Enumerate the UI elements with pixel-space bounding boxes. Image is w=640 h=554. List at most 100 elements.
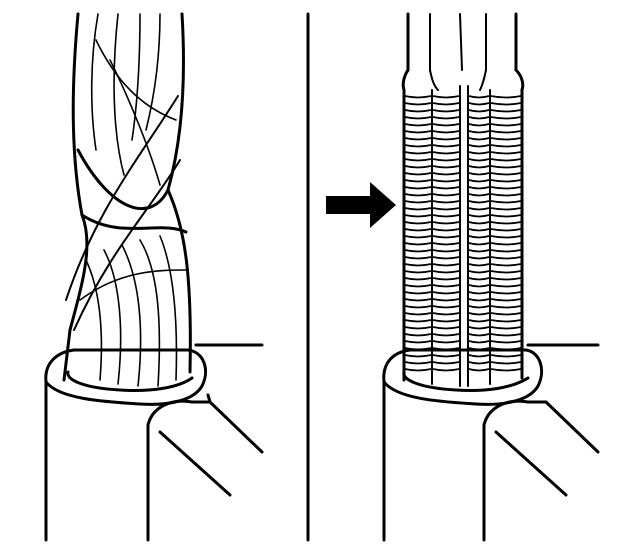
solder-ridge <box>490 144 522 148</box>
solder-ridge <box>432 186 460 190</box>
solder-ridge <box>432 270 460 274</box>
solder-ridge <box>490 214 522 218</box>
solder-ridge <box>468 326 490 330</box>
solder-ridge <box>490 158 522 162</box>
solder-ridge <box>404 312 432 316</box>
solder-ridge <box>432 277 460 281</box>
solder-ridge <box>490 347 522 351</box>
solder-ridge <box>404 263 432 267</box>
solder-ridge <box>432 165 460 169</box>
solder-ridge <box>468 123 490 127</box>
solder-ridge <box>404 270 432 274</box>
solder-ridge <box>468 102 490 106</box>
solder-ridge <box>468 158 490 162</box>
solder-ridge <box>404 291 432 295</box>
solder-ridge <box>490 361 522 365</box>
solder-ridges <box>404 95 522 372</box>
solder-ridge <box>468 172 490 176</box>
solder-ridge <box>468 249 490 253</box>
solder-ridge <box>404 319 432 323</box>
solder-ridge <box>404 305 432 309</box>
solder-ridge <box>404 354 432 358</box>
solder-ridge <box>468 151 490 155</box>
arrow-icon <box>326 182 396 228</box>
solder-ridge <box>468 144 490 148</box>
solder-ridge <box>468 242 490 246</box>
solder-ridge <box>404 368 432 372</box>
solder-ridge <box>490 284 522 288</box>
solder-ridge <box>468 256 490 260</box>
solder-ridge <box>404 333 432 337</box>
solder-ridge <box>404 326 432 330</box>
solder-ridge <box>490 165 522 169</box>
solder-ridge <box>490 130 522 134</box>
solder-ridge <box>468 179 490 183</box>
solder-ridge <box>432 102 460 106</box>
solder-ridge <box>490 326 522 330</box>
solder-ridge <box>490 102 522 106</box>
solder-ridge <box>468 361 490 365</box>
solder-ridge <box>404 228 432 232</box>
solder-ridge <box>404 193 432 197</box>
solder-ridge <box>432 193 460 197</box>
solder-ridge <box>490 109 522 113</box>
solder-ridge <box>404 179 432 183</box>
solder-ridge <box>432 326 460 330</box>
solder-ridge <box>404 109 432 113</box>
solder-ridge <box>490 340 522 344</box>
solder-ridge <box>432 235 460 239</box>
left-twisted-wire <box>62 12 192 387</box>
solder-ridge <box>432 368 460 372</box>
solder-ridge <box>432 95 460 99</box>
solder-ridge <box>490 263 522 267</box>
solder-ridge <box>432 298 460 302</box>
solder-ridge <box>468 221 490 225</box>
solder-ridge <box>432 109 460 113</box>
solder-ridge <box>490 368 522 372</box>
solder-ridge <box>404 144 432 148</box>
solder-ridge <box>432 242 460 246</box>
solder-ridge <box>432 207 460 211</box>
solder-ridge <box>490 221 522 225</box>
solder-ridge <box>432 319 460 323</box>
solder-ridge <box>432 361 460 365</box>
solder-ridge <box>490 207 522 211</box>
solder-ridge <box>404 172 432 176</box>
solder-ridge <box>404 165 432 169</box>
solder-ridge <box>404 151 432 155</box>
solder-ridge <box>468 277 490 281</box>
solder-ridge <box>432 116 460 120</box>
solder-ridge <box>490 277 522 281</box>
solder-ridge <box>490 179 522 183</box>
solder-ridge <box>404 221 432 225</box>
solder-ridge <box>490 137 522 141</box>
left-collar <box>44 348 207 406</box>
solder-ridge <box>468 333 490 337</box>
solder-ridge <box>432 137 460 141</box>
solder-ridge <box>432 130 460 134</box>
solder-ridge <box>404 235 432 239</box>
solder-ridge <box>404 158 432 162</box>
solder-ridge <box>404 116 432 120</box>
solder-ridge <box>490 193 522 197</box>
right-soldered-body <box>402 85 524 387</box>
solder-ridge <box>468 109 490 113</box>
solder-ridge <box>490 319 522 323</box>
solder-ridge <box>432 354 460 358</box>
solder-ridge <box>490 249 522 253</box>
solder-ridge <box>490 228 522 232</box>
solder-ridge <box>468 319 490 323</box>
solder-ridge <box>468 165 490 169</box>
solder-ridge <box>468 284 490 288</box>
solder-ridge <box>468 291 490 295</box>
solder-ridge <box>404 102 432 106</box>
solder-ridge <box>468 193 490 197</box>
solder-ridge <box>490 123 522 127</box>
solder-ridge <box>468 235 490 239</box>
solder-ridge <box>432 256 460 260</box>
solder-ridge <box>432 179 460 183</box>
solder-ridge <box>404 340 432 344</box>
solder-ridge <box>490 151 522 155</box>
solder-ridge <box>432 221 460 225</box>
